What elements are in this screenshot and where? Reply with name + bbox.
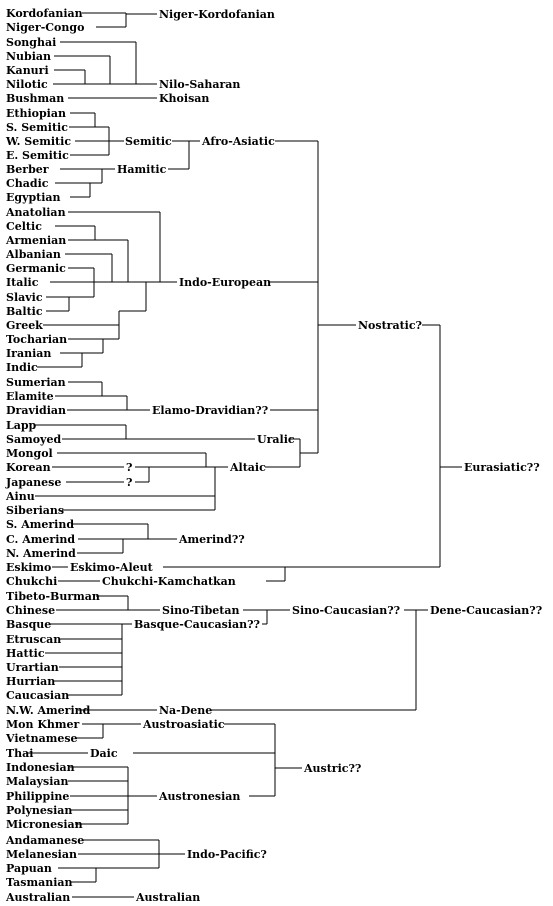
leaf-label: Samoyed — [6, 433, 61, 446]
leaf-label: Vietnamese — [5, 732, 78, 745]
leaf-label: Italic — [6, 276, 39, 289]
group-label-hamitic: Hamitic — [117, 163, 167, 176]
leaf-label: Eskimo — [6, 561, 51, 574]
leaf-label: Berber — [6, 163, 49, 176]
group-label-austronesian: Austronesian — [158, 790, 240, 803]
group-label-sino-caucasian: Sino-Caucasian?? — [292, 604, 400, 617]
leaf-label: W. Semitic — [5, 135, 71, 148]
leaf-label: Mon Khmer — [6, 718, 80, 731]
leaf-label: Malaysian — [6, 775, 69, 788]
group-label-japanese-uncertain: ? — [126, 476, 132, 489]
leaf-label: Greek — [6, 319, 43, 332]
leaf-label: Dravidian — [6, 404, 66, 417]
leaf-label: Germanic — [6, 262, 66, 275]
leaf-label: N.W. Amerind — [6, 704, 91, 717]
leaf-label: Chinese — [6, 604, 55, 617]
group-label-niger-kordofanian: Niger-Kordofanian — [159, 8, 275, 21]
group-label-indo-european: Indo-European — [179, 276, 271, 289]
group-label-semitic: Semitic — [125, 135, 172, 148]
leaf-label: Melanesian — [6, 848, 77, 861]
leaf-label: Siberians — [6, 504, 64, 517]
leaf-label: Hurrian — [6, 675, 55, 688]
group-labels: Niger-Kordofanian Nilo-Saharan Khoisan S… — [70, 8, 542, 904]
leaf-label: Japanese — [5, 476, 61, 489]
tree-connectors — [26, 12, 462, 898]
leaf-label: Tocharian — [6, 333, 67, 346]
leaf-label: Indic — [6, 361, 38, 374]
group-label-daic: Daic — [90, 747, 118, 760]
group-label-amerind: Amerind?? — [178, 533, 245, 546]
leaf-label: Polynesian — [6, 804, 72, 817]
group-label-uralic: Uralic — [257, 433, 295, 446]
leaf-label: Papuan — [6, 862, 52, 875]
leaf-label: Lapp — [6, 419, 37, 432]
leaf-label: Tasmanian — [6, 876, 73, 889]
leaf-label: E. Semitic — [6, 149, 69, 162]
group-label-basque-caucasian: Basque-Caucasian?? — [134, 618, 260, 631]
leaf-label: Tibeto-Burman — [6, 590, 100, 603]
leaf-label: Australian — [5, 891, 70, 904]
leaf-label: Chadic — [6, 177, 49, 190]
leaf-label: Anatolian — [5, 206, 66, 219]
leaf-label: Elamite — [6, 390, 54, 403]
leaf-label: Caucasian — [6, 689, 69, 702]
group-label-dene-caucasian: Dene-Caucasian?? — [430, 604, 542, 617]
leaf-label: Philippine — [6, 790, 69, 803]
group-label-chukchi-kamchatkan: Chukchi-Kamchatkan — [102, 575, 236, 588]
leaf-label: Korean — [6, 461, 51, 474]
leaf-label: Micronesian — [6, 818, 83, 831]
group-label-eurasiatic: Eurasiatic?? — [464, 461, 540, 474]
leaf-label: Mongol — [6, 447, 53, 460]
leaf-label: Bushman — [6, 92, 64, 105]
leaf-label: Kanuri — [6, 64, 49, 77]
leaf-label: Ainu — [5, 490, 35, 503]
leaf-label: Armenian — [5, 234, 66, 247]
leaf-label: Slavic — [6, 291, 43, 304]
leaf-label: N. Amerind — [6, 547, 76, 560]
group-label-elamo-dravidian: Elamo-Dravidian?? — [152, 404, 268, 417]
group-label-indo-pacific: Indo-Pacific? — [187, 848, 267, 861]
leaf-label: Baltic — [6, 305, 43, 318]
group-label-eskimo-aleut: Eskimo-Aleut — [70, 561, 154, 574]
leaf-label: Iranian — [6, 347, 51, 360]
leaf-label: Hattic — [6, 647, 45, 660]
group-label-na-dene: Na-Dene — [159, 704, 212, 717]
leaf-label: Thai — [6, 747, 34, 760]
leaf-label: Albanian — [5, 248, 61, 261]
leaf-label: Songhai — [6, 36, 56, 49]
leaf-label: Andamanese — [5, 834, 84, 847]
leaf-label: S. Amerind — [6, 518, 74, 531]
group-label-nostratic: Nostratic? — [358, 319, 422, 332]
leaf-label: Etruscan — [6, 633, 61, 646]
group-label-korean-uncertain: ? — [126, 461, 132, 474]
leaf-label: Sumerian — [6, 376, 66, 389]
leaf-label: Niger-Congo — [6, 21, 84, 34]
group-label-austric: Austric?? — [303, 762, 361, 775]
leaf-label: Kordofanian — [6, 7, 83, 20]
leaf-label: Chukchi — [6, 575, 57, 588]
group-label-afro-asiatic: Afro-Asiatic — [201, 135, 275, 148]
group-label-austroasiatic: Austroasiatic — [142, 718, 225, 731]
leaf-labels: Kordofanian Niger-Congo Songhai Nubian K… — [5, 7, 100, 904]
leaf-label: Basque — [6, 618, 51, 631]
leaf-label: Ethiopian — [6, 107, 66, 120]
leaf-label: Nilotic — [6, 78, 48, 91]
leaf-label: Urartian — [6, 661, 59, 674]
group-label-altaic: Altaic — [229, 461, 266, 474]
leaf-label: Egyptian — [6, 191, 61, 204]
group-label-khoisan: Khoisan — [159, 92, 209, 105]
leaf-label: S. Semitic — [6, 121, 68, 134]
leaf-label: C. Amerind — [6, 533, 75, 546]
leaf-label: Celtic — [6, 220, 42, 233]
leaf-label: Indonesian — [6, 761, 75, 774]
group-label-sino-tibetan: Sino-Tibetan — [162, 604, 239, 617]
group-label-nilo-saharan: Nilo-Saharan — [159, 78, 240, 91]
leaf-label: Nubian — [6, 50, 51, 63]
group-label-australian: Australian — [135, 891, 200, 904]
